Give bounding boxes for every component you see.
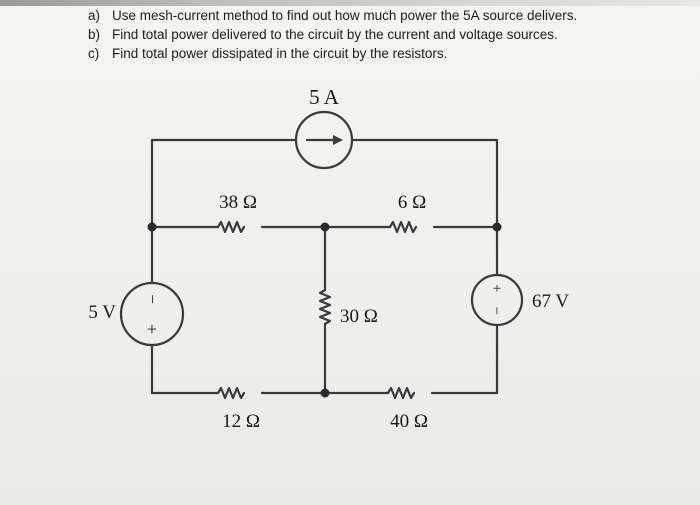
node-dot-bottom <box>320 388 330 398</box>
label-30-ohm: 30 Ω <box>340 306 378 327</box>
label-12-ohm: 12 Ω <box>222 411 260 432</box>
question-marker: a) <box>88 8 101 23</box>
label-5a: 5 A <box>309 85 340 109</box>
question-text: Find total power dissipated in the circu… <box>112 46 448 61</box>
label-5v: 5 V <box>88 302 116 323</box>
current-arrowhead-icon <box>333 135 343 145</box>
polarity-minus-67v: − <box>488 307 504 315</box>
label-40-ohm: 40 Ω <box>390 411 428 432</box>
label-6-ohm: 6 Ω <box>398 192 426 213</box>
question-text: Use mesh-current method to find out how … <box>112 8 578 23</box>
question-c: c) Find total power dissipated in the cir… <box>88 44 688 63</box>
node-dot-left <box>147 222 157 232</box>
cropped-header-strip <box>0 0 700 6</box>
question-marker: b) <box>88 27 101 42</box>
resistor-40-zigzag <box>386 386 416 400</box>
node-dot-center <box>320 222 330 232</box>
node-dot-right <box>492 222 502 232</box>
question-b: b) Find total power delivered to the circ… <box>88 25 688 44</box>
resistor-38-zigzag <box>216 220 246 234</box>
question-marker: c) <box>88 46 100 61</box>
label-38-ohm: 38 Ω <box>219 192 257 213</box>
label-67v: 67 V <box>532 291 569 312</box>
voltage-source-5v <box>119 281 185 347</box>
question-list: a) Use mesh-current method to find out ho… <box>88 6 688 63</box>
question-a: a) Use mesh-current method to find out ho… <box>88 6 688 25</box>
resistor-12-zigzag <box>216 386 246 400</box>
resistor-30-zigzag <box>318 288 332 326</box>
voltage-source-67v <box>470 273 524 327</box>
question-text: Find total power delivered to the circui… <box>112 27 558 42</box>
wire-top-left <box>150 138 298 229</box>
wire-top-right <box>350 138 499 229</box>
resistor-6-zigzag <box>388 220 418 234</box>
polarity-plus-67v: + <box>493 281 501 297</box>
polarity-plus-5v: + <box>147 319 157 339</box>
polarity-minus-5v: − <box>143 294 162 304</box>
current-source-5a <box>294 110 354 170</box>
